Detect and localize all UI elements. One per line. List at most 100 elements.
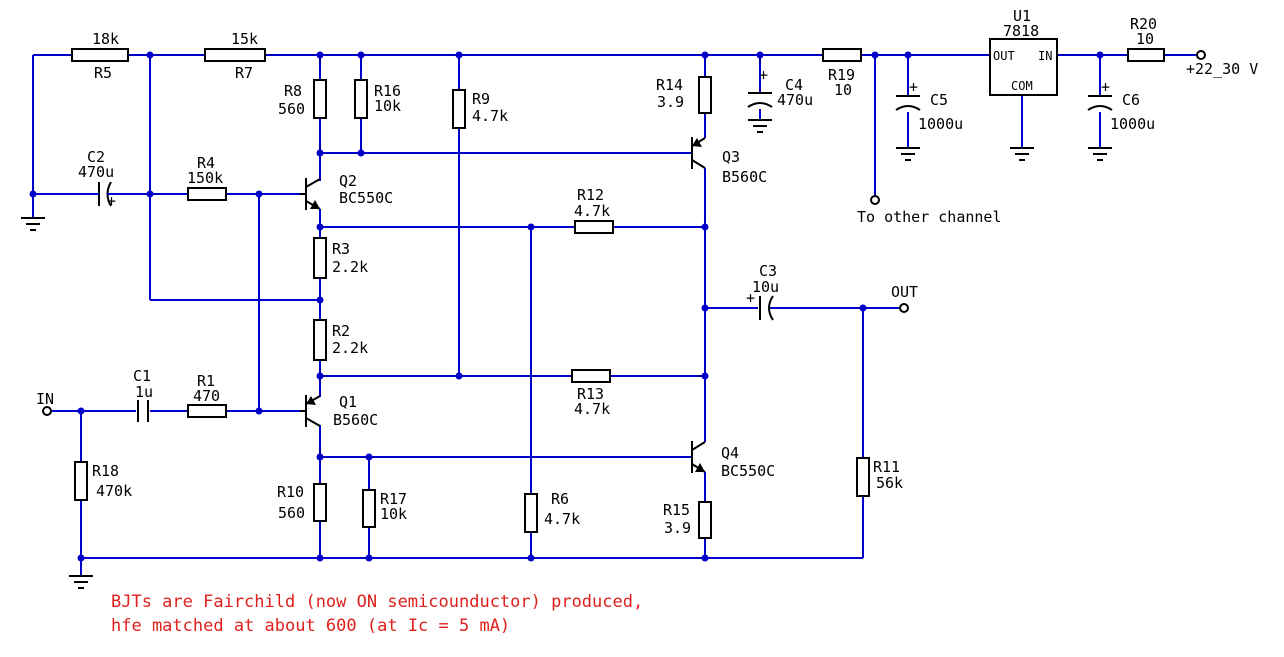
c6-value: 1000u	[1110, 115, 1155, 133]
r12-ref: R12	[577, 186, 604, 204]
r3-ref: R3	[332, 240, 350, 258]
r12-value: 4.7k	[574, 202, 610, 220]
q4-value: BC550C	[721, 462, 775, 480]
capacitor-c5	[895, 95, 921, 111]
ground-symbol-c5	[896, 147, 920, 161]
r15-ref: R15	[663, 501, 690, 519]
u1-ref: U1	[1013, 7, 1031, 25]
r11-ref: R11	[873, 458, 900, 476]
r9-ref: R9	[472, 90, 490, 108]
r17-value: 10k	[380, 505, 407, 523]
resistor-r13	[571, 369, 611, 383]
c4-ref: C4	[785, 76, 803, 94]
resistor-r8	[313, 79, 327, 119]
resistor-r12	[574, 220, 614, 234]
junction-dots	[29, 51, 1104, 562]
r10-value: 560	[278, 504, 305, 522]
resistor-r5	[71, 48, 129, 62]
q3-value: B560C	[722, 168, 767, 186]
c5-plus: +	[909, 78, 918, 96]
c2-ref: C2	[87, 148, 105, 166]
capacitor-c6	[1087, 95, 1113, 111]
q2-value: BC550C	[339, 189, 393, 207]
r1-value: 470	[193, 387, 220, 405]
q2-ref: Q2	[339, 172, 357, 190]
c4-value: 470u	[777, 91, 813, 109]
other-channel-label: To other channel	[857, 208, 1002, 226]
resistor-r20	[1127, 48, 1165, 62]
regulator-u1	[989, 38, 1058, 96]
note-line-1: BJTs are Fairchild (now ON semicounducto…	[111, 592, 643, 612]
other-channel-terminal[interactable]	[870, 195, 880, 205]
c3-value: 10u	[752, 278, 779, 296]
c3-ref: C3	[759, 262, 777, 280]
r11-value: 56k	[876, 474, 903, 492]
r19-value: 10	[834, 81, 852, 99]
r8-ref: R8	[284, 82, 302, 100]
r20-ref: R20	[1130, 15, 1157, 33]
resistor-r18	[74, 461, 88, 501]
q1-ref: Q1	[339, 393, 357, 411]
r6-ref: R6	[551, 490, 569, 508]
transistor-q3	[691, 137, 706, 169]
r15-value: 3.9	[664, 519, 691, 537]
supply-label: +22_30 V	[1186, 60, 1258, 78]
r10-ref: R10	[277, 483, 304, 501]
resistor-r4	[187, 187, 227, 201]
u1-com-pin: COM	[1011, 79, 1033, 93]
ground-symbol-c4	[748, 119, 772, 133]
c3-plus: +	[746, 289, 755, 307]
resistor-r9	[452, 89, 466, 129]
input-terminal[interactable]	[42, 406, 52, 416]
c5-ref: C5	[930, 91, 948, 109]
u1-out-pin: OUT	[993, 49, 1015, 63]
c2-plus: +	[107, 192, 116, 210]
ground-symbol-c6	[1088, 147, 1112, 161]
r20-value: 10	[1136, 30, 1154, 48]
u1-in-pin: IN	[1038, 49, 1052, 63]
resistor-r3	[313, 237, 327, 279]
supply-terminal[interactable]	[1196, 50, 1206, 60]
r16-value: 10k	[374, 97, 401, 115]
r19-ref: R19	[828, 66, 855, 84]
output-label: OUT	[891, 283, 918, 301]
r14-value: 3.9	[657, 93, 684, 111]
output-terminal[interactable]	[899, 303, 909, 313]
c2-value: 470u	[78, 163, 114, 181]
r13-value: 4.7k	[574, 400, 610, 418]
q3-ref: Q3	[722, 148, 740, 166]
transistor-q4	[691, 441, 706, 473]
r17-ref: R17	[380, 490, 407, 508]
ground-symbol-bottom	[69, 575, 93, 589]
q1-value: B560C	[333, 411, 378, 429]
r9-value: 4.7k	[472, 107, 508, 125]
u1-value: 7818	[1003, 22, 1039, 40]
r1-ref: R1	[197, 372, 215, 390]
r5-value: 18k	[92, 30, 119, 48]
capacitor-c4	[747, 92, 773, 108]
c1-value: 1u	[135, 383, 153, 401]
r2-value: 2.2k	[332, 339, 368, 357]
r4-value: 150k	[187, 169, 223, 187]
r8-value: 560	[278, 100, 305, 118]
q4-ref: Q4	[721, 444, 739, 462]
resistor-r2	[313, 319, 327, 361]
r7-value: 15k	[231, 30, 258, 48]
resistor-r16	[354, 79, 368, 119]
r4-ref: R4	[197, 154, 215, 172]
resistor-r19	[822, 48, 862, 62]
r3-value: 2.2k	[332, 258, 368, 276]
r5-ref: R5	[94, 64, 112, 82]
r6-value: 4.7k	[544, 510, 580, 528]
c4-plus: +	[759, 66, 768, 84]
r13-ref: R13	[577, 385, 604, 403]
ground-symbol-left	[21, 217, 45, 231]
capacitor-c3	[759, 295, 774, 321]
r18-value: 470k	[96, 482, 132, 500]
resistor-r14	[698, 76, 712, 114]
wires	[32, 54, 1197, 576]
c1-ref: C1	[133, 367, 151, 385]
transistor-q1	[300, 395, 321, 427]
capacitor-c2	[92, 181, 114, 207]
